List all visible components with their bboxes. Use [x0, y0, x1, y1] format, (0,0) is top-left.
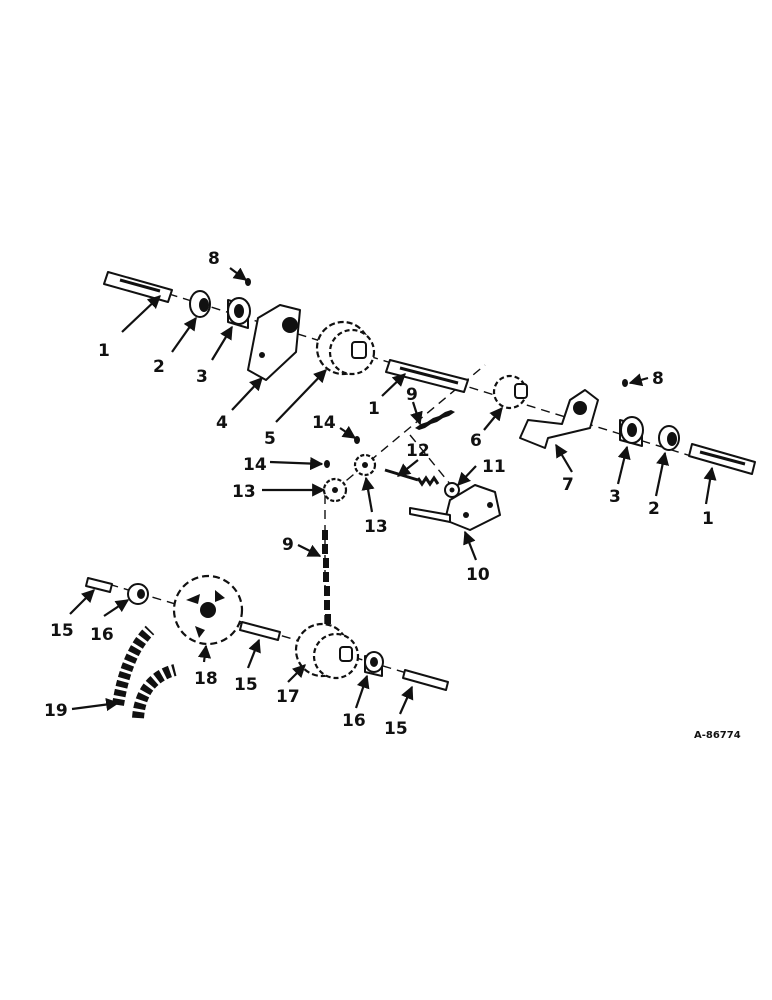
bushing-2-right: [658, 425, 680, 451]
callout-4: 4: [216, 413, 228, 433]
bearing-3-left: [227, 297, 251, 329]
sprocket-13-lower: [322, 477, 348, 503]
sprocket-18: [172, 574, 244, 646]
figure-reference-number: A-86774: [694, 730, 741, 741]
pin-15-left: [85, 577, 113, 593]
pin-15-right: [402, 669, 449, 691]
callout-1: 1: [98, 341, 110, 361]
callout-9: 9: [406, 385, 418, 405]
callout-3: 3: [196, 367, 208, 387]
callout-8: 8: [652, 369, 664, 389]
shaft-1-right: [688, 443, 756, 475]
callout-18: 18: [194, 669, 218, 689]
callout-1: 1: [368, 399, 380, 419]
sprocket-13-upper: [353, 453, 377, 477]
callout-2: 2: [648, 499, 660, 519]
bushing-16-left: [127, 583, 149, 605]
callout-16: 16: [342, 711, 366, 731]
callout-16: 16: [90, 625, 114, 645]
bracket-4: [247, 304, 301, 381]
callout-labels: 1 2 3 4 5 1 6 7 3 2 1 8 8 9 9 10 11 12 1…: [44, 249, 714, 739]
callout-10: 10: [466, 565, 490, 585]
leader-arrows: [69, 267, 717, 715]
spring-bolt-12: [384, 468, 440, 487]
bearing-3-right: [619, 416, 644, 447]
callout-9: 9: [282, 535, 294, 555]
pin-15-middle: [239, 621, 281, 641]
washer-14-lower: [324, 460, 330, 468]
shaft-1-center: [385, 359, 469, 393]
callout-13: 13: [364, 517, 388, 537]
callout-11: 11: [482, 457, 506, 477]
idler-bracket-10: [409, 484, 501, 531]
shaft-1-left: [103, 271, 173, 303]
callout-15: 15: [50, 621, 74, 641]
nut-11: [444, 482, 460, 498]
callout-2: 2: [153, 357, 165, 377]
callout-7: 7: [562, 475, 574, 495]
callout-14: 14: [243, 455, 267, 475]
sprocket-5: [315, 320, 376, 376]
chain-9-lower: [322, 530, 331, 624]
callout-12: 12: [406, 441, 430, 461]
callout-17: 17: [276, 687, 300, 707]
callout-13: 13: [232, 482, 256, 502]
bushing-16-right: [364, 651, 384, 677]
sprocket-6: [492, 374, 528, 410]
callout-15: 15: [234, 675, 258, 695]
drive-chain-19: [112, 625, 177, 719]
callout-1: 1: [702, 509, 714, 529]
callout-8: 8: [208, 249, 220, 269]
callout-14: 14: [312, 413, 336, 433]
callout-3: 3: [609, 487, 621, 507]
chain-9-upper: [415, 410, 455, 430]
callout-19: 19: [44, 701, 68, 721]
bushing-2-left: [189, 290, 211, 318]
callout-6: 6: [470, 431, 482, 451]
bracket-7: [519, 389, 599, 449]
pin-8-right: [622, 379, 628, 387]
callout-5: 5: [264, 429, 276, 449]
callout-15: 15: [384, 719, 408, 739]
sprocket-17: [294, 622, 360, 680]
